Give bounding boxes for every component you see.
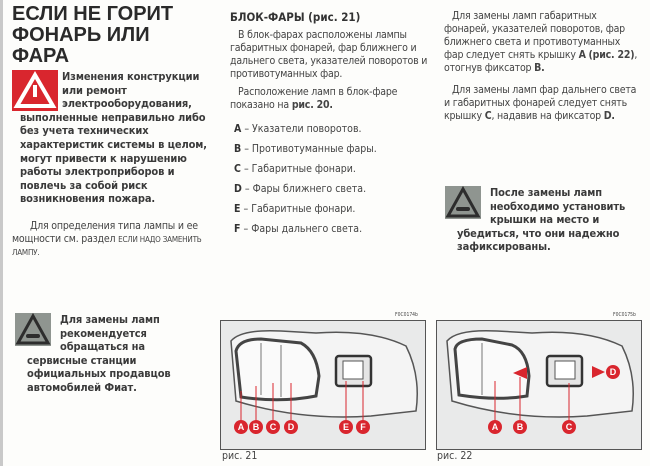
label-a: A — [238, 422, 245, 432]
label-a-marker — [234, 420, 248, 434]
warning-triangle-icon — [12, 70, 58, 111]
headlamp-description: В блок-фарах расположены лампы габаритны… — [230, 29, 428, 80]
label-c: C — [270, 422, 277, 432]
figure-caption: рис. 22 — [437, 450, 473, 462]
legend-item: B – Противотуманные фары. — [234, 143, 377, 155]
label-e: E — [343, 422, 349, 432]
high-beam-instructions: Для замены ламп фар дальнего света и габ… — [444, 84, 637, 122]
label-c-marker — [562, 420, 576, 434]
label-c-marker — [266, 420, 280, 434]
section-reference-link[interactable]: ЕСЛИ НАДО ЗАМЕНИТЬ ЛАМПУ. — [12, 235, 202, 257]
lamp-type-note: Для определения типа лампы и ее мощности… — [12, 220, 202, 257]
figure-22: A B C D — [436, 320, 642, 450]
service-note-text: Для замены ламп рекомендуется обращаться… — [27, 313, 171, 394]
fire-warning-text: Изменения конструкции или ремонт электро… — [20, 70, 207, 206]
label-f-marker — [356, 420, 370, 434]
legend-item: F – Фары дальнего света. — [234, 223, 363, 235]
label-f: F — [360, 422, 366, 432]
label-d-marker — [284, 420, 298, 434]
service-note-block: Для замены ламп рекомендуется обращаться… — [15, 313, 205, 395]
headlamp-diagram: A B C D E F — [230, 329, 418, 434]
figure-reference: рис. 20. — [291, 99, 333, 111]
car-warning-icon — [15, 313, 51, 346]
label-d-marker — [606, 365, 620, 379]
page-edge — [0, 0, 3, 466]
legend-item: E – Габаритные фонари. — [234, 203, 356, 215]
car-warning-icon — [445, 186, 481, 219]
figure-21: A B C D E F — [220, 320, 426, 450]
label-a: A — [492, 422, 499, 432]
label-b: B — [253, 422, 260, 432]
label-c: C — [566, 422, 573, 432]
label-e-marker — [339, 420, 353, 434]
cover-removal-instructions: Для замены ламп габаритных фонарей, указ… — [444, 10, 638, 74]
legend-item: D – Фары ближнего света. — [234, 183, 367, 195]
figure-caption: рис. 21 — [222, 450, 258, 462]
headlamp-heading: БЛОК-ФАРЫ (рис. 21) — [230, 10, 361, 24]
legend-item: A – Указатели поворотов. — [234, 123, 362, 135]
reinstall-warning-text: После замены ламп необходимо установить … — [457, 186, 626, 254]
lamp-location-note: Расположение ламп в блок-фаре показано н… — [230, 86, 398, 111]
label-b-marker — [513, 420, 527, 434]
label-b: B — [517, 422, 524, 432]
headlamp-rear-diagram: A B C D — [446, 329, 634, 434]
figure-code: F0C0175b — [613, 312, 636, 318]
label-a-marker — [488, 420, 502, 434]
section-title: ЕСЛИ НЕ ГОРИТ ФОНАРЬ ИЛИ ФАРА — [12, 3, 174, 67]
legend-item: C – Габаритные фонари. — [234, 163, 356, 175]
fire-warning-block: Изменения конструкции или ремонт электро… — [12, 70, 212, 206]
label-d: D — [288, 422, 295, 432]
figure-code: F0C0174b — [395, 312, 418, 318]
label-d: D — [610, 367, 617, 377]
label-b-marker — [249, 420, 263, 434]
reinstall-warning-block: После замены ламп необходимо установить … — [445, 186, 635, 254]
